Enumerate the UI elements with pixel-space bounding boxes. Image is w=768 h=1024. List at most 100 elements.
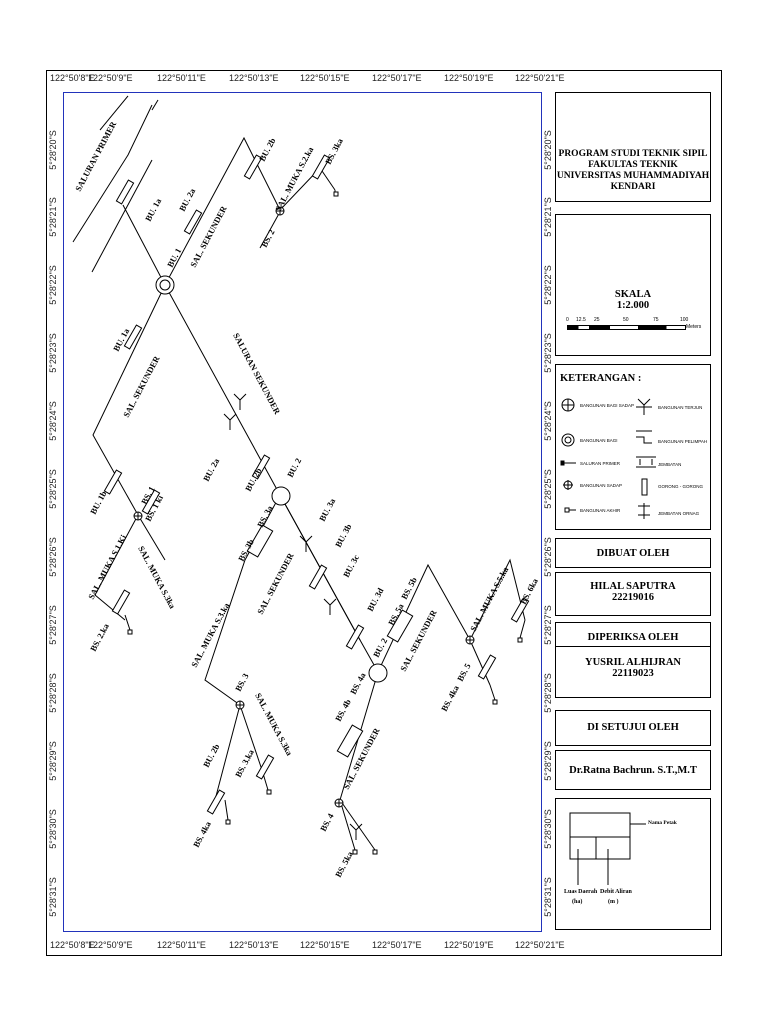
legend-bagi: BANGUNAN BAGI bbox=[580, 438, 618, 443]
map-frame bbox=[63, 92, 542, 932]
made-by-name: HILAL SAPUTRA bbox=[590, 581, 676, 592]
legend-terjun: BANGUNAN TERJUN bbox=[658, 405, 703, 410]
scale-tick-1: 12.5 bbox=[576, 317, 586, 323]
label-bs4b: BS. 4b bbox=[333, 697, 353, 723]
scale-tick-2: 25 bbox=[594, 317, 600, 323]
approved-by-label: DI SETUJUI OLEH bbox=[587, 722, 679, 733]
label-saluran-primer: SALURAN PRIMER bbox=[73, 119, 119, 193]
petak-legend-panel: Nama Petak Luas Daerah (ha) Debit Aliran… bbox=[555, 798, 711, 930]
made-by-id: 22219016 bbox=[612, 592, 654, 603]
label-bs4a: BS. 4a bbox=[348, 670, 368, 696]
coord-bottom-7: 122°50'21"E bbox=[515, 940, 565, 950]
approved-by-name: Dr.Ratna Bachrun. S.T.,M.T bbox=[569, 765, 697, 776]
coord-bottom-2: 122°50'11"E bbox=[157, 940, 206, 950]
checked-by-name-panel: YUSRIL ALHIJRAN 22119023 bbox=[555, 646, 711, 698]
upper-secondary bbox=[164, 136, 321, 286]
coord-bottom-4: 122°50'15"E bbox=[300, 940, 350, 950]
legend-akhir: BANGUNAN AKHIR bbox=[580, 508, 621, 513]
coord-top-7: 122°50'21"E bbox=[515, 73, 565, 83]
title-line-2: FAKULTAS TEKNIK bbox=[588, 160, 678, 170]
checked-by-name: YUSRIL ALHIJRAN bbox=[585, 657, 681, 668]
primary-canal-top2 bbox=[151, 99, 159, 111]
primary-canal-line bbox=[72, 104, 153, 243]
primary-canal-line-2 bbox=[91, 159, 153, 273]
petak-diagram bbox=[569, 812, 646, 885]
legend-title: KETERANGAN : bbox=[560, 373, 642, 384]
label-bs2ka: BS. 2.ka bbox=[88, 621, 111, 653]
coord-top-5: 122°50'17"E bbox=[372, 73, 422, 83]
left-secondary bbox=[92, 284, 166, 561]
label-bs4: BS. 4 bbox=[318, 811, 336, 833]
scale-tick-3: 50 bbox=[623, 317, 629, 323]
label-bs3a: BS. 3a bbox=[255, 503, 275, 529]
made-by-name-panel: HILAL SAPUTRA 22219016 bbox=[555, 572, 711, 616]
scale-label: SKALA bbox=[614, 289, 652, 300]
coord-bottom-3: 122°50'13"E bbox=[229, 940, 279, 950]
coord-top-2: 122°50'11"E bbox=[157, 73, 206, 83]
label-bs5: BS. 5 bbox=[455, 662, 473, 683]
petak-luas-unit: (ha) bbox=[572, 899, 583, 905]
made-by-label: DIBUAT OLEH bbox=[596, 548, 670, 559]
primary-canal-top bbox=[99, 95, 129, 131]
legend-symbols bbox=[560, 398, 656, 519]
label-bu2b-low: BU. 2b bbox=[201, 742, 222, 769]
label-bu1b: BU. 1b bbox=[88, 489, 109, 516]
label-bu3b: BU. 3b bbox=[333, 522, 354, 549]
approved-by-label-panel: DI SETUJUI OLEH bbox=[555, 710, 711, 746]
scale-tick-0: 0 bbox=[566, 317, 569, 323]
label-bs2: BS. 2 bbox=[259, 228, 277, 249]
scale-tick-5: 100 bbox=[680, 317, 689, 323]
legend-jembatan-orang: JEMBATAN ORNAG bbox=[658, 511, 700, 516]
scale-tick-4: 75 bbox=[653, 317, 659, 323]
label-bu2-low: BU. 2 bbox=[371, 636, 389, 659]
legend-gorong: GORONG - GORONG bbox=[658, 484, 703, 489]
legend-jembatan: JEMBATAN bbox=[658, 462, 682, 467]
label-bs3ka-low: BS. 3.ka bbox=[233, 747, 256, 779]
label-sal-sekunder-3: SAL. SEKUNDER bbox=[255, 550, 296, 616]
label-bs4ka-r: BS. 4ka bbox=[439, 683, 461, 713]
legend-panel: KETERANGAN : BANGUNAN BAGI SADAP BANGUNA… bbox=[555, 364, 711, 530]
main-trunk bbox=[122, 204, 379, 673]
scale-unit: Meters bbox=[686, 324, 702, 330]
coord-top-6: 122°50'19"E bbox=[444, 73, 494, 83]
label-sal-muka-s3ka-c: SAL. MUKA S.3ka bbox=[253, 691, 295, 758]
legend-saluran-primer: SALURAN PRIMER bbox=[580, 461, 621, 466]
title-line-1: PROGRAM STUDI TEKNIK SIPIL bbox=[558, 149, 708, 159]
made-by-label-panel: DIBUAT OLEH bbox=[555, 538, 711, 568]
coord-top-1: 122°50'9"E bbox=[88, 73, 133, 83]
coord-bottom-1: 122°50'9"E bbox=[88, 940, 133, 950]
checked-by-id: 22119023 bbox=[612, 668, 654, 679]
map-sheet bbox=[46, 70, 722, 956]
coord-top-3: 122°50'13"E bbox=[229, 73, 279, 83]
title-panel: PROGRAM STUDI TEKNIK SIPIL FAKULTAS TEKN… bbox=[555, 92, 711, 202]
label-bu2a-mid: BU. 2a bbox=[201, 456, 222, 483]
label-bs6ka: BS. 6ka bbox=[518, 576, 540, 606]
scale-value: 1:2.000 bbox=[616, 300, 650, 311]
label-bs5b: BS. 5b bbox=[399, 575, 419, 601]
petak-debit-unit: (m ) bbox=[608, 899, 619, 905]
legend-bagi-sadap: BANGUNAN BAGI SADAP bbox=[580, 403, 635, 408]
label-bu3a: BU. 3a bbox=[317, 496, 338, 523]
label-bs3ka-top: BS. 3ka bbox=[323, 136, 345, 166]
label-sal-muka-s3ka-a: SAL. MUKA S.3ka bbox=[136, 544, 178, 611]
label-sal-muka-s1ki: SAL. MUKA S.1.Ki bbox=[86, 533, 129, 601]
label-bs3: BS. 3 bbox=[233, 672, 251, 693]
label-bu2: BU. 2 bbox=[285, 456, 303, 479]
legend-pelimpah: BANGUNAN PELIMPAH bbox=[658, 439, 708, 444]
label-bu3d: BU. 3d bbox=[365, 586, 386, 613]
label-bu2a-top: BU. 2a bbox=[177, 186, 198, 213]
petak-nama: Nama Petak bbox=[648, 820, 677, 826]
label-sal-muka-s5ka: SAL. MUKA S.5.ka bbox=[468, 564, 511, 633]
coord-bottom-0: 122°50'8"E bbox=[50, 940, 95, 950]
coord-bottom-5: 122°50'17"E bbox=[372, 940, 422, 950]
label-bs5ka: BS. 5ka bbox=[333, 849, 355, 879]
petak-luas: Luas Daerah bbox=[564, 889, 598, 895]
label-saluran-sekunder: SALURAN SEKUNDER bbox=[231, 331, 283, 416]
title-line-3: UNIVERSITAS MUHAMMADIYAH KENDARI bbox=[556, 171, 710, 192]
label-bu1a-top: BU. 1a bbox=[143, 196, 164, 223]
coord-top-0: 122°50'8"E bbox=[50, 73, 95, 83]
label-sal-muka-s3ka-b: SAL. MUKA S.3.ka bbox=[189, 600, 232, 669]
scale-bar: 0 12.5 25 50 75 100 Meters bbox=[556, 317, 710, 337]
checked-by-label: DIPERIKSA OLEH bbox=[587, 632, 679, 643]
